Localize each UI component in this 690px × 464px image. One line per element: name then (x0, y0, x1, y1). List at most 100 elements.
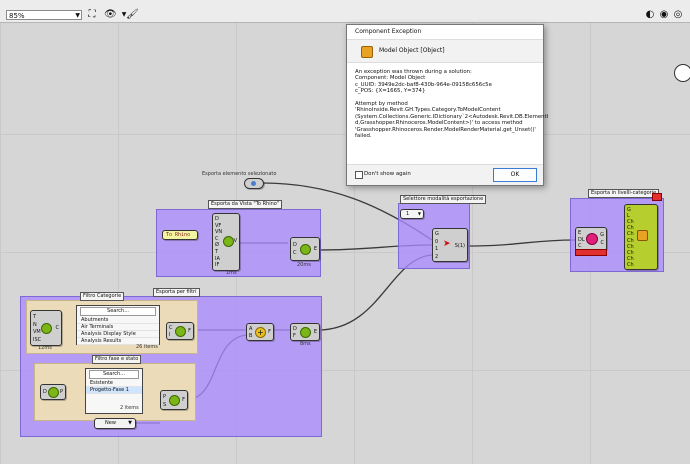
param-label: Esporta elemento selezionato (202, 171, 277, 177)
component-port[interactable]: T (215, 249, 219, 255)
component-port[interactable]: 0 (435, 238, 439, 245)
component-port[interactable]: L (627, 213, 630, 220)
dont-show-checkbox[interactable] (355, 171, 363, 179)
component-port[interactable]: IA (215, 255, 220, 262)
model-object-icon (637, 230, 648, 241)
selected-element-param[interactable] (244, 178, 264, 189)
group-label: Esporta in livelli-categorie (588, 189, 660, 198)
to-rhino-panel[interactable]: To Rhino (162, 230, 198, 240)
component-port[interactable]: C (600, 240, 605, 246)
list-item[interactable]: Analysis Display Style (77, 331, 159, 338)
component-port[interactable]: N (33, 321, 37, 328)
component-port[interactable]: 1 (435, 246, 439, 252)
component-port[interactable]: D (293, 326, 297, 332)
component-port[interactable]: T (33, 314, 37, 320)
component-port[interactable]: VM (33, 329, 41, 335)
zoom-extents-icon[interactable]: ⛶ (88, 9, 96, 20)
component-port[interactable]: VF (215, 222, 222, 229)
component-port[interactable]: ISC (33, 336, 42, 343)
component-port[interactable]: P (163, 394, 167, 400)
component-port[interactable]: A (249, 326, 253, 332)
component-port[interactable]: G (435, 231, 439, 237)
component-port[interactable]: P (59, 389, 63, 395)
component-port[interactable]: C (293, 250, 297, 256)
group-label: Filtro fase e stato (92, 355, 142, 364)
component-port[interactable]: D (293, 242, 297, 248)
component-port[interactable]: D (43, 389, 47, 395)
component-port[interactable]: Ch (627, 243, 634, 250)
ok-button[interactable]: OK (493, 168, 537, 182)
component-port[interactable]: C (55, 325, 60, 331)
component-port[interactable]: B (249, 333, 253, 339)
group-label: Esporta per filtri (153, 288, 200, 297)
wireframe-preview-icon[interactable]: ◎ (673, 9, 683, 20)
list-item[interactable]: Abutments (77, 317, 159, 324)
dialog-header-text: Model Object [Object] (379, 47, 445, 54)
component-port[interactable]: F (293, 333, 296, 339)
component-port[interactable]: F (268, 329, 271, 335)
component-port[interactable]: DL (578, 236, 585, 243)
component-port[interactable]: Ch (627, 249, 634, 256)
component-port[interactable]: C (215, 235, 219, 242)
eye-icon[interactable]: 👁 (104, 9, 117, 20)
new-dropdown[interactable]: New ▼ (94, 418, 136, 429)
shaded-preview-icon[interactable]: ◉ (659, 9, 669, 20)
preview-mode-icon[interactable]: ◐ (645, 9, 655, 20)
component-timing: 8ms (300, 341, 311, 347)
component-port[interactable]: V (233, 238, 237, 244)
component-port[interactable]: F (188, 328, 191, 334)
search-input[interactable]: Search... (89, 370, 139, 379)
list-item-selected[interactable]: Progetto-Fase 1 (86, 387, 142, 394)
component-port[interactable]: D (215, 216, 219, 222)
component-port[interactable]: C (578, 243, 582, 249)
component-port[interactable]: E (578, 230, 582, 236)
list-count: 26 items (136, 344, 158, 350)
model-object-icon (586, 233, 598, 245)
component-port[interactable]: Ø (215, 242, 219, 249)
dialog-title: Component Exception (355, 28, 422, 35)
component-port[interactable]: Ch (627, 219, 634, 226)
component-port[interactable]: IF (215, 262, 220, 269)
component-timing: 20ms (297, 262, 311, 268)
component-port[interactable]: F (182, 397, 185, 403)
component-port[interactable]: Ch (627, 231, 634, 238)
category-value-list[interactable]: Search... Abutments Air Terminals Analys… (76, 305, 160, 345)
list-item[interactable]: Air Terminals (77, 324, 159, 331)
canvas-navigator[interactable] (674, 64, 690, 82)
chevron-down-icon[interactable]: ▼ (121, 11, 127, 18)
stream-filter-icon: ➤ (443, 239, 451, 249)
zoom-select[interactable]: 85%▼ (6, 10, 82, 20)
search-input[interactable]: Search... (80, 307, 156, 316)
component-port[interactable]: E (313, 246, 317, 252)
phase-value-list[interactable]: Search... Esistente Progetto-Fase 1 (85, 368, 143, 414)
component-port[interactable]: Ch (627, 255, 634, 262)
component-port[interactable]: G (627, 207, 631, 213)
component-port[interactable]: E (313, 329, 317, 335)
component-port[interactable]: VN (215, 229, 223, 236)
paint-brush-icon[interactable]: 🖌 (126, 9, 139, 20)
list-item[interactable]: Esistente (86, 380, 142, 387)
element-icon (251, 181, 256, 186)
component-port[interactable]: Ch (627, 225, 634, 232)
component-port[interactable]: G (600, 232, 604, 238)
list-item[interactable]: Analysis Results (77, 338, 159, 345)
component-port[interactable]: Ch (627, 237, 634, 244)
group-label: Esporta da Vista "To Rhino" (208, 200, 283, 209)
component-port[interactable]: I (169, 332, 171, 338)
mode-value-dropdown[interactable]: 1 ▼ (400, 209, 424, 219)
component-port[interactable]: C (169, 325, 173, 331)
component-port[interactable]: 2 (435, 253, 439, 260)
component-port[interactable]: Ch (627, 261, 634, 268)
component-port[interactable]: S (163, 402, 167, 408)
